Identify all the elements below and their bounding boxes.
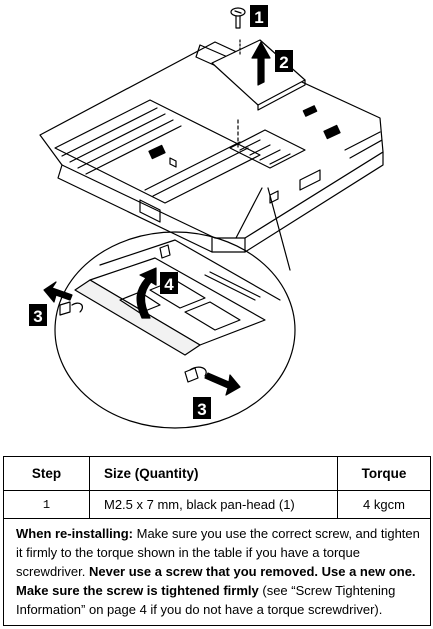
header-step: Step: [3, 456, 90, 491]
note-row: When re-installing: Make sure you use th…: [3, 518, 431, 626]
header-size: Size (Quantity): [89, 456, 338, 491]
right-arrow-icon: [204, 372, 241, 396]
magnifier-circle: [54, 231, 296, 429]
cell-step: 1: [3, 490, 90, 519]
note-lead: When re-installing:: [16, 526, 133, 541]
reinstall-note: When re-installing: Make sure you use th…: [3, 518, 431, 626]
left-arrow-icon: [43, 281, 73, 303]
curved-arrow-icon: [136, 267, 157, 319]
magnifier-connector: [235, 187, 291, 271]
note-text-1: Make sure you use the correct screw, and…: [16, 526, 420, 579]
callout-step-2: 2: [279, 53, 288, 72]
removal-illustration: 1 2 4 3 3: [29, 5, 384, 429]
note-text-2: (see “Screw Tightening Information” on p…: [16, 583, 396, 617]
callout-step-3-left: 3: [33, 307, 42, 326]
cell-torque: 4 kgcm: [337, 490, 431, 519]
callout-step-4: 4: [164, 275, 174, 294]
screw-icon: [230, 7, 246, 29]
laptop-base: [39, 41, 384, 253]
table-header-row: Step Size (Quantity) Torque: [3, 456, 431, 491]
callout-step-1: 1: [254, 8, 263, 27]
cell-size: M2.5 x 7 mm, black pan-head (1): [89, 490, 338, 519]
up-arrow-icon: [251, 41, 271, 86]
screw-spec-table: Step Size (Quantity) Torque 1 M2.5 x 7 m…: [3, 456, 431, 626]
note-warning: Never use a screw that you removed. Use …: [16, 564, 416, 598]
header-torque: Torque: [337, 456, 431, 491]
table-row: 1 M2.5 x 7 mm, black pan-head (1) 4 kgcm: [3, 490, 431, 519]
memory-module: [59, 239, 281, 383]
callout-step-3-right: 3: [197, 400, 206, 419]
